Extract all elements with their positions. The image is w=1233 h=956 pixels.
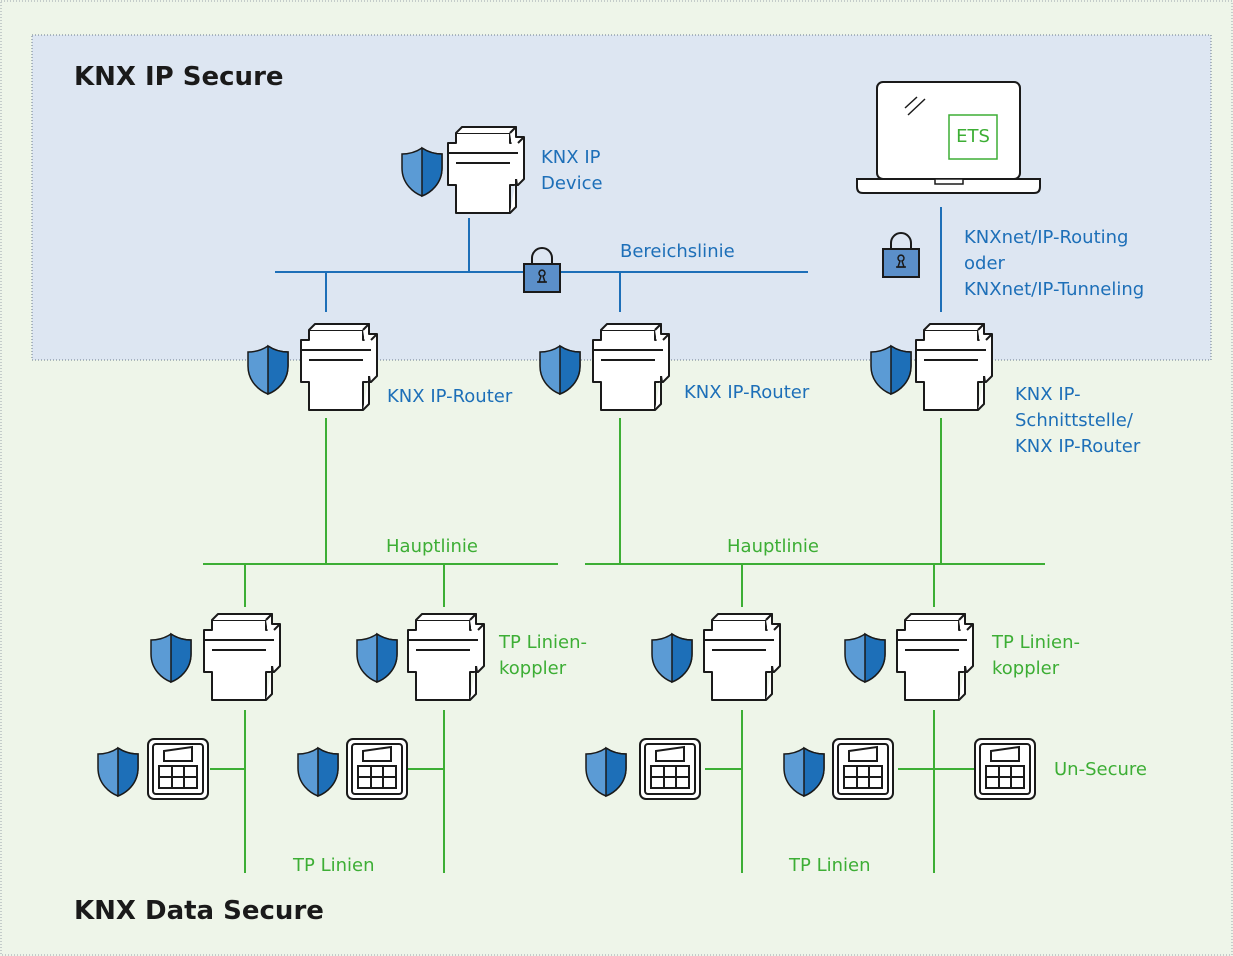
- shield-icon: [651, 633, 693, 683]
- data-secure-title: KNX Data Secure: [74, 896, 324, 926]
- main-line-label: Hauptlinie: [727, 536, 819, 557]
- shield-icon: [150, 633, 192, 683]
- shield-icon: [585, 747, 627, 797]
- shield-icon: [783, 747, 825, 797]
- line-coupler-label: TP Linien- koppler: [992, 632, 1080, 679]
- ip-secure-title: KNX IP Secure: [74, 62, 284, 92]
- main-line-label: Hauptlinie: [386, 536, 478, 557]
- din-rail-device-icon: [915, 323, 993, 411]
- ets-label: ETS: [956, 126, 990, 147]
- line-coupler-label: TP Linien- koppler: [499, 632, 587, 679]
- din-rail-device-icon: [447, 126, 525, 214]
- shield-icon: [539, 345, 581, 395]
- shield-icon: [356, 633, 398, 683]
- shield-icon: [870, 345, 912, 395]
- shield-icon: [297, 747, 339, 797]
- wall-switch-icon: [346, 738, 408, 800]
- din-rail-device-icon: [203, 613, 281, 701]
- knxnet-label: KNXnet/IP-Routing oder KNXnet/IP-Tunneli…: [964, 227, 1145, 300]
- shield-icon: [247, 345, 289, 395]
- tp-lines-label: TP Linien: [293, 855, 375, 876]
- laptop-icon: [856, 81, 1041, 194]
- din-rail-device-icon: [592, 323, 670, 411]
- shield-icon: [844, 633, 886, 683]
- ip-interface-label: KNX IP- Schnittstelle/ KNX IP-Router: [1015, 384, 1141, 457]
- ip-router-label: KNX IP-Router: [684, 382, 810, 403]
- din-rail-device-icon: [300, 323, 378, 411]
- ets-screen: [948, 114, 998, 160]
- tp-lines: [203, 418, 1045, 873]
- wall-switch-icon: [147, 738, 209, 800]
- din-rail-device-icon: [703, 613, 781, 701]
- area-line-label: Bereichslinie: [620, 241, 735, 262]
- wall-switch-icon: [639, 738, 701, 800]
- shield-icon: [97, 747, 139, 797]
- ip-router-label: KNX IP-Router: [387, 386, 513, 407]
- din-rail-device-icon: [896, 613, 974, 701]
- wall-switch-icon: [974, 738, 1036, 800]
- din-rail-device-icon: [407, 613, 485, 701]
- tp-lines-label: TP Linien: [789, 855, 871, 876]
- ip-device-label: KNX IP Device: [541, 147, 603, 194]
- un-secure-label: Un-Secure: [1054, 759, 1147, 780]
- wall-switch-icon: [832, 738, 894, 800]
